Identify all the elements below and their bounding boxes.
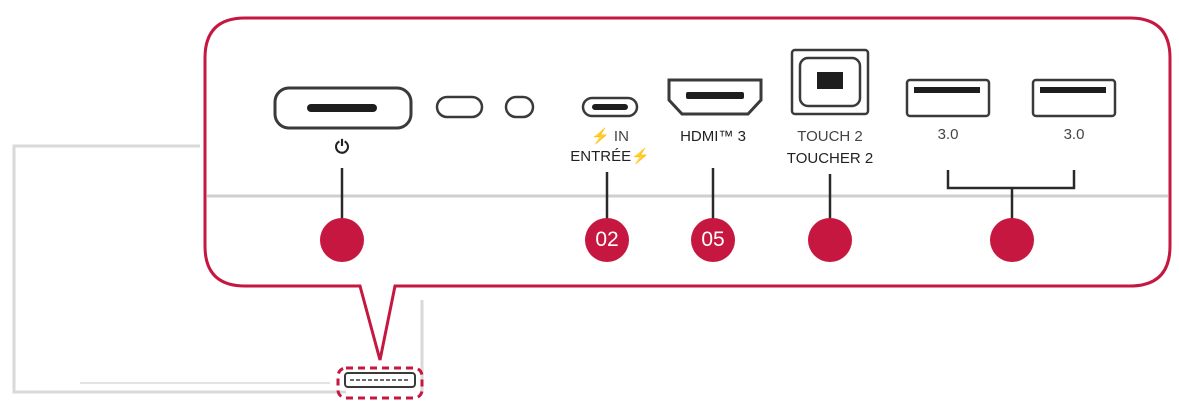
callout-marker-2: 02 (585, 218, 629, 262)
usb-a-port-icon-left (905, 78, 991, 118)
indicator-slot-wide (435, 95, 484, 119)
indicator-slot-small (504, 95, 535, 119)
zoom-callout-bubble (203, 16, 1172, 361)
callout-marker-4 (808, 218, 852, 262)
usb-a-port-icon-right (1031, 78, 1117, 118)
touch-label-line1: TOUCH 2 (797, 128, 863, 145)
usb-a-right-label: 3.0 (1063, 126, 1085, 143)
callout-marker-1 (320, 218, 364, 262)
touch-label-line2: TOUCHER 2 (786, 150, 874, 167)
power-symbol-label: ⏻ (334, 137, 350, 157)
callout-marker-5 (990, 218, 1034, 262)
hdmi-label: HDMI™ 3 (680, 128, 746, 145)
usbc-label-line2: ENTRÉE⚡ (570, 148, 650, 165)
leader-lines (340, 168, 1076, 222)
usb-a-left-label: 3.0 (937, 126, 959, 143)
hdmi-port-icon (667, 78, 763, 116)
power-button-graphic (273, 86, 413, 130)
usbc-label-line1: ⚡ IN (591, 128, 629, 145)
callout-marker-3: 05 (691, 218, 735, 262)
highlight-box (336, 366, 424, 400)
usb-c-port-icon (581, 96, 639, 118)
usb-b-port-icon (790, 48, 870, 116)
